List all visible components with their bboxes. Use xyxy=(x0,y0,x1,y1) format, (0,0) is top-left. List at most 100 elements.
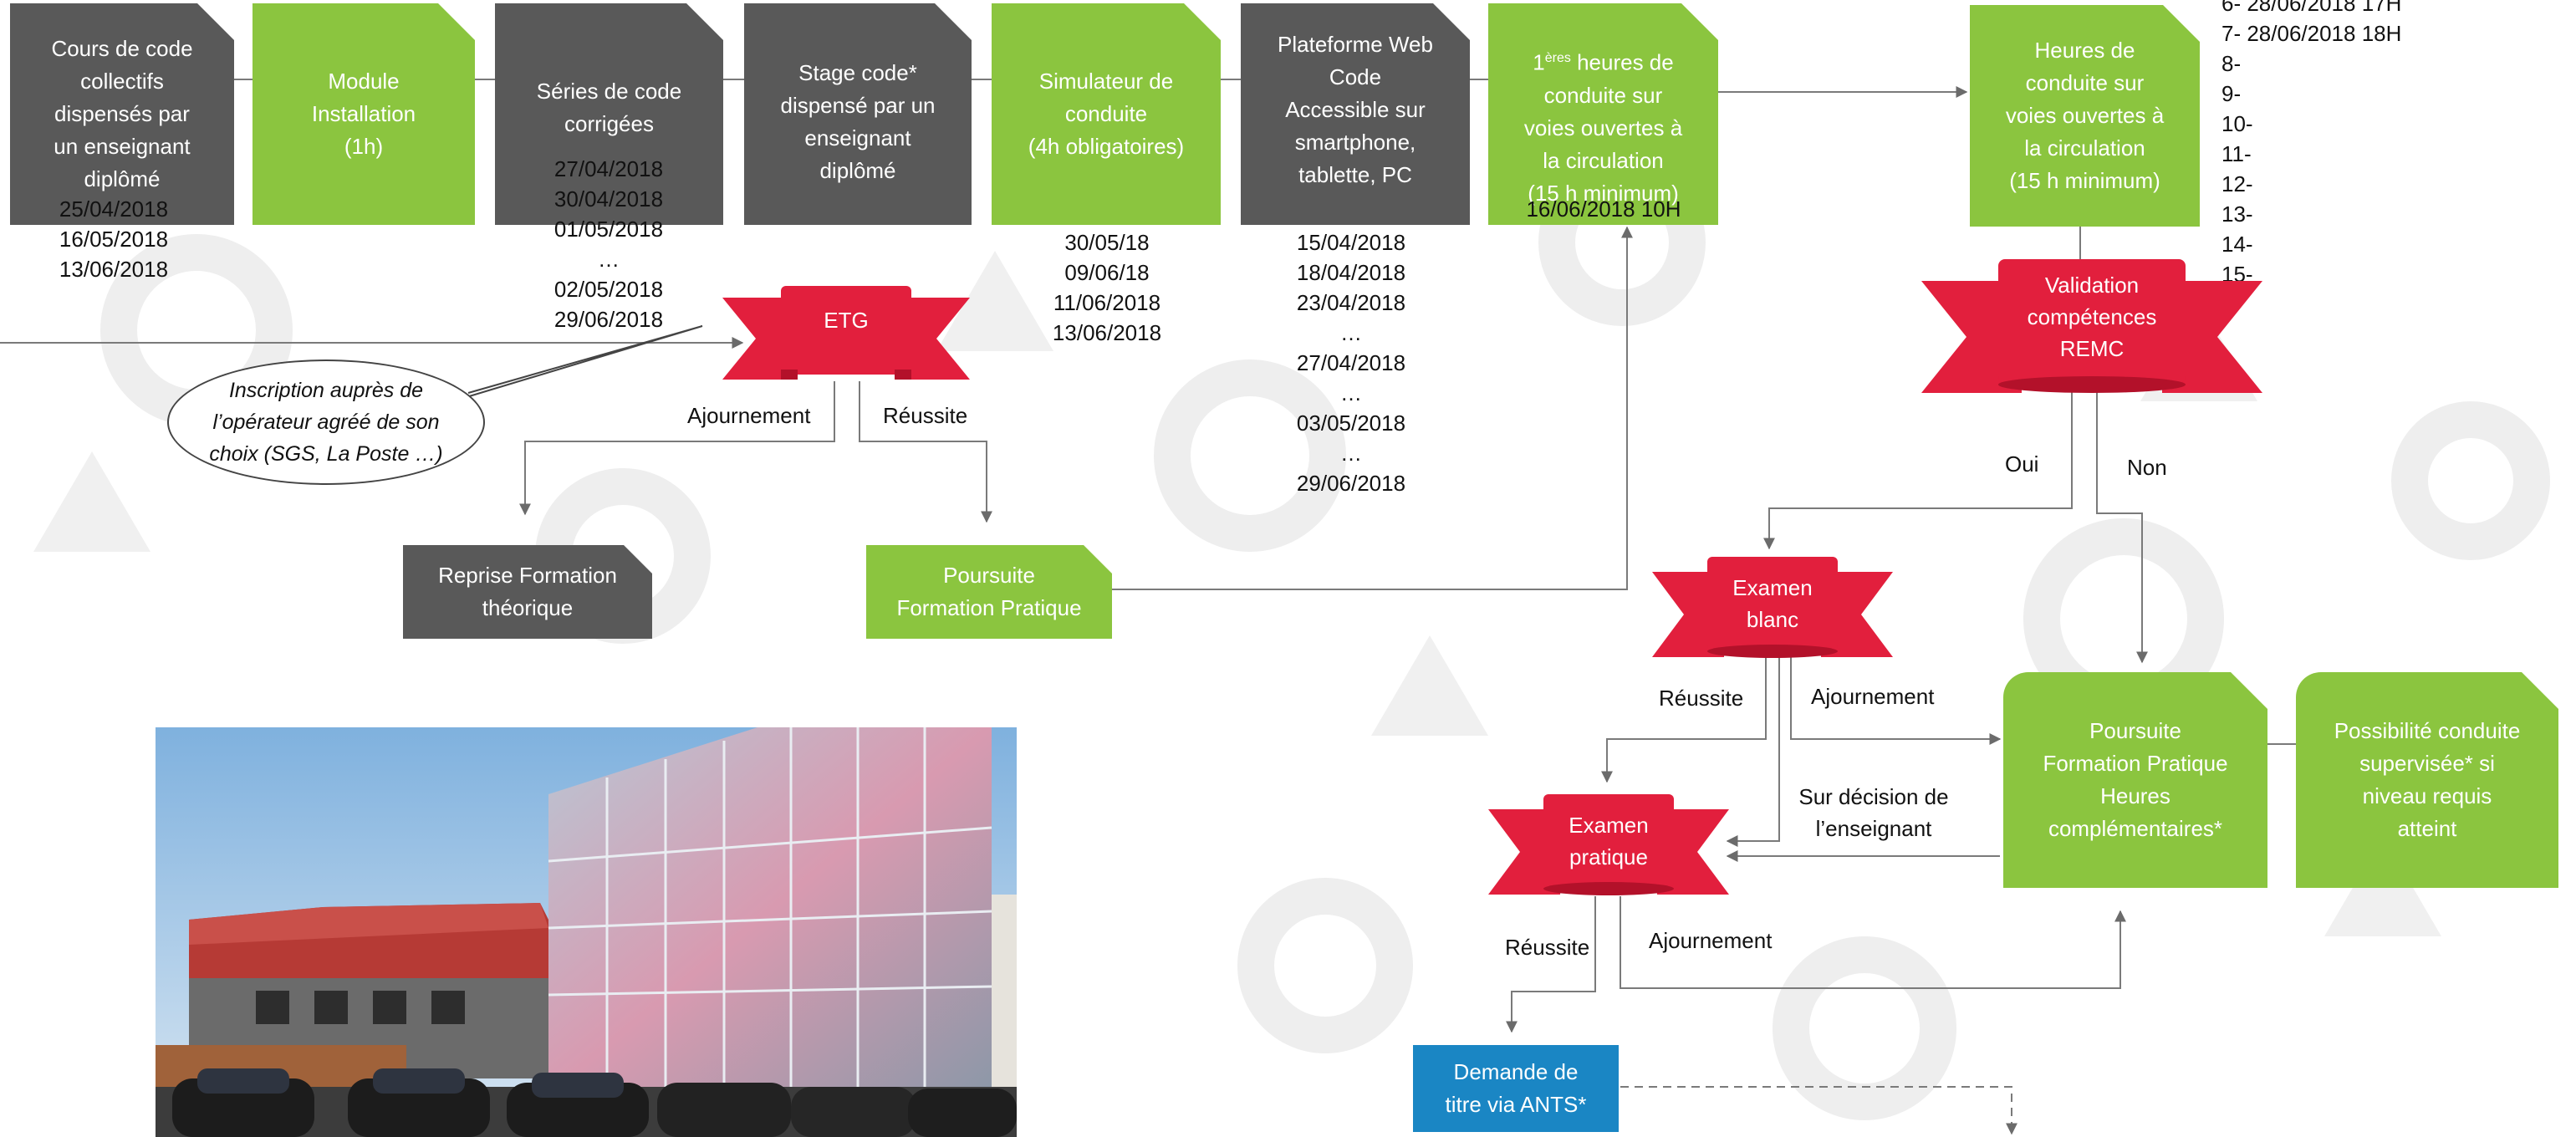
label-non: Non xyxy=(2127,455,2167,480)
step-stage-code: Stage code* dispensé par un enseignant d… xyxy=(744,3,972,225)
step-text-line: Accessible sur xyxy=(1285,97,1426,122)
step-text-line: Reprise Formation xyxy=(438,563,617,588)
step-text-line: Heures de xyxy=(2034,38,2135,63)
step-text-line: complémentaires* xyxy=(2048,816,2223,841)
step-text-line: conduite xyxy=(1064,101,1148,126)
bg-sign-triangle xyxy=(33,451,150,552)
step-poursuite-heures-complementaires: Poursuite Formation Pratique Heures comp… xyxy=(2003,672,2267,888)
step-text-line: Installation xyxy=(311,101,416,126)
ribbon-examen-blanc: Examen blanc xyxy=(1652,557,1893,664)
session-list-item: 9- xyxy=(2221,81,2242,106)
date-item: … xyxy=(598,247,620,272)
ribbon-examen-blanc-shape xyxy=(1652,557,1893,658)
step-text-line: Formation Pratique xyxy=(2043,751,2228,776)
ribbon-text-line: blanc xyxy=(1746,607,1799,632)
step-cours-code-collectifs: Cours de code collectifs dispensés par u… xyxy=(10,3,234,225)
step-text-line: supervisée* si xyxy=(2359,751,2495,776)
date-item: 01/05/2018 xyxy=(553,217,664,242)
label-ajournement-blanc: Ajournement xyxy=(1811,684,1935,709)
driving-school-photo xyxy=(156,727,1017,1137)
ribbon-examen-pratique: Examen pratique xyxy=(1488,794,1729,901)
label-text-line: Sur décision de xyxy=(1798,784,1949,809)
ribbon-examen-pratique-label: Examen pratique xyxy=(1543,809,1674,873)
date-item: 16/05/2018 xyxy=(59,227,169,252)
step-text-line: Possibilité conduite xyxy=(2334,718,2521,743)
callout-inscription: Inscription auprès de l’opérateur agréé … xyxy=(167,359,485,485)
date-item: 03/05/2018 xyxy=(1296,410,1406,436)
ribbon-text-line: ETG xyxy=(824,308,869,333)
dates-series-code: 27/04/2018 30/04/2018 01/05/2018 … 02/05… xyxy=(542,154,676,334)
date-item: 09/06/18 xyxy=(1064,260,1150,285)
date-item: 30/04/2018 xyxy=(553,186,664,212)
step-possibilite-conduite-supervisee: Possibilité conduite supervisée* si nive… xyxy=(2296,672,2558,888)
step-text-line: Simulateur de xyxy=(1038,69,1174,94)
step-text-line: corrigées xyxy=(564,111,654,136)
ribbon-examen-blanc-label: Examen blanc xyxy=(1707,572,1838,635)
step-premieres-heures-conduite: 1ères heures de conduite sur voies ouver… xyxy=(1488,3,1718,225)
step-text-line: Formation Pratique xyxy=(896,595,1082,620)
label-ajournement-etg: Ajournement xyxy=(687,403,811,428)
step-text-line: conduite sur xyxy=(1543,82,1663,108)
ribbon-examen-pratique-shape xyxy=(1488,794,1729,895)
step-series-code-corrigees: Séries de code corrigées xyxy=(495,3,723,225)
arrow-dashed-demande xyxy=(1620,1086,2017,1135)
arrow-ajournement-pratique xyxy=(1620,896,2126,989)
ribbon-etg-shape xyxy=(722,286,970,380)
step-text-line: tablette, PC xyxy=(1298,162,1412,187)
step-text-line: Séries de code xyxy=(536,79,682,104)
ribbon-text-line: Validation xyxy=(2044,273,2140,298)
step-heures-conduite: Heures de conduite sur voies ouvertes à … xyxy=(1970,5,2200,227)
step-text-lead: 1 xyxy=(1533,49,1545,75)
date-item: 15/04/2018 xyxy=(1296,230,1406,255)
arrow-sur-decision xyxy=(1726,654,1780,847)
step-text-line: dispensé par un xyxy=(780,93,936,118)
ribbon-text-line: compétences xyxy=(2027,304,2157,329)
step-text-line: Cours de code xyxy=(51,36,193,61)
ribbon-text-line: REMC xyxy=(2059,336,2125,361)
step-plateforme-web-code: Plateforme Web Code Accessible sur smart… xyxy=(1241,3,1470,225)
session-list-item: 13- xyxy=(2221,201,2253,227)
arrow-to-premieres-heures xyxy=(1112,226,1633,590)
ribbon-text-line: pratique xyxy=(1569,844,1648,869)
ribbon-validation-label: Validation compétences REMC xyxy=(1998,269,2186,365)
step-text-line: la circulation xyxy=(2024,135,2145,161)
date-item: 11/06/2018 xyxy=(1053,290,1161,315)
step-text-line: Poursuite xyxy=(2089,718,2181,743)
date-item: 25/04/2018 xyxy=(59,196,169,222)
label-reussite-etg: Réussite xyxy=(883,403,968,428)
step-text-line: Stage code* xyxy=(798,60,917,85)
label-reussite-pratique: Réussite xyxy=(1505,935,1590,960)
step-text-line: titre via ANTS* xyxy=(1445,1092,1587,1117)
date-item: … xyxy=(1340,441,1362,466)
step-text-line: un enseignant xyxy=(54,134,191,159)
date-item: 23/04/2018 xyxy=(1296,290,1406,315)
date-premieres-heures: 16/06/2018 10H xyxy=(1505,194,1702,224)
session-list-item: 14- xyxy=(2221,232,2253,257)
step-text-line: Code xyxy=(1329,64,1382,89)
step-simulateur-conduite: Simulateur de conduite (4h obligatoires) xyxy=(992,3,1221,225)
arrow-reussite-blanc xyxy=(1601,654,1767,783)
label-text-line: l’enseignant xyxy=(1815,816,1932,841)
step-demande-titre-ants: Demande de titre via ANTS* xyxy=(1413,1045,1619,1132)
date-item: 18/04/2018 xyxy=(1296,260,1406,285)
step-text-line: enseignant xyxy=(804,125,911,150)
session-list-item: 8- xyxy=(2221,51,2242,76)
step-text-rest: heures de xyxy=(1570,49,1674,75)
step-text-line: Heures xyxy=(2100,783,2170,808)
date-item: 16/06/2018 10H xyxy=(1526,196,1681,222)
ribbon-etg: ETG xyxy=(722,286,970,390)
step-text-line: Plateforme Web xyxy=(1278,32,1433,57)
dates-plateforme: 15/04/2018 18/04/2018 23/04/2018 … 27/04… xyxy=(1284,227,1418,498)
step-text-line: (4h obligatoires) xyxy=(1028,134,1185,159)
label-reussite-blanc: Réussite xyxy=(1659,686,1744,711)
callout-pointer xyxy=(457,325,703,400)
step-text-line: conduite sur xyxy=(2025,70,2145,95)
ribbon-validation-shape xyxy=(1921,259,2262,393)
step-text-line: dispensés par xyxy=(54,101,190,126)
step-text-sup: ères xyxy=(1544,51,1571,65)
date-item: … xyxy=(1340,320,1362,345)
session-list-item: 11- xyxy=(2221,141,2252,166)
dates-cours-code: 25/04/2018 16/05/2018 13/06/2018 xyxy=(47,194,181,284)
